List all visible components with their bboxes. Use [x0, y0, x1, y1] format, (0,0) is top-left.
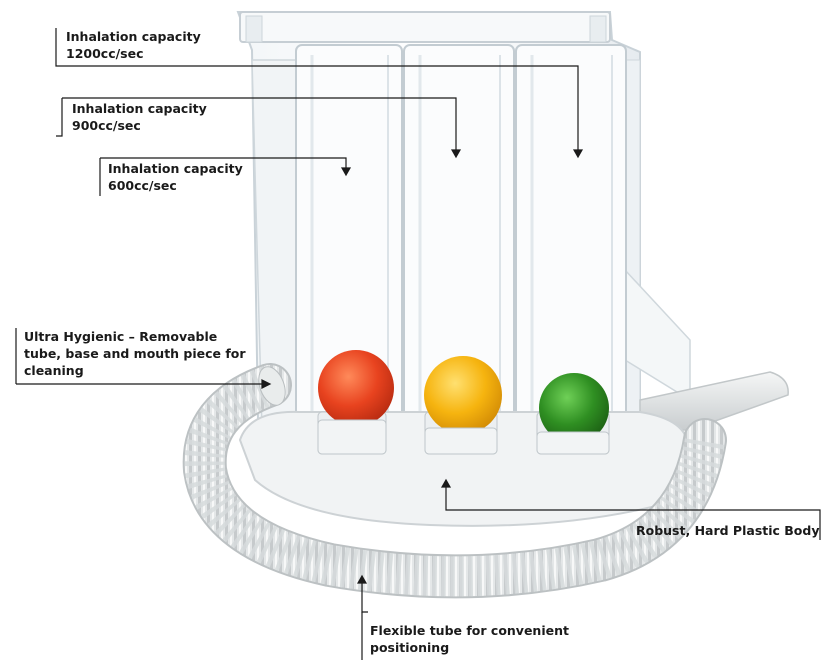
- green-ball: [539, 373, 609, 443]
- callout-capacity-600: Inhalation capacity 600cc/sec: [108, 160, 243, 194]
- chamber-2: [403, 44, 515, 466]
- callout-body-line1: Robust, Hard Plastic Body: [636, 523, 820, 538]
- red-ball: [318, 350, 394, 426]
- mouthpiece: [639, 371, 789, 431]
- flexible-tube: [182, 363, 727, 599]
- callout-capacity-600-line2: 600cc/sec: [108, 178, 177, 193]
- callout-tube-line2: positioning: [370, 640, 450, 655]
- callout-capacity-600-line1: Inhalation capacity: [108, 161, 243, 176]
- callout-body: Robust, Hard Plastic Body: [636, 522, 820, 539]
- callout-tube-line1: Flexible tube for convenient: [370, 623, 569, 638]
- callout-lines: [15, 28, 821, 660]
- callout-hygienic-line3: cleaning: [24, 363, 84, 378]
- callout-tube: Flexible tube for convenient positioning: [370, 622, 569, 656]
- callout-hygienic: Ultra Hygienic – Removable tube, base an…: [24, 328, 246, 379]
- callout-capacity-1200: Inhalation capacity 1200cc/sec: [66, 28, 201, 62]
- callout-capacity-1200-line2: 1200cc/sec: [66, 46, 144, 61]
- callout-capacity-900-line1: Inhalation capacity: [72, 101, 207, 116]
- callout-capacity-900: Inhalation capacity 900cc/sec: [72, 100, 207, 134]
- callout-hygienic-line1: Ultra Hygienic – Removable: [24, 329, 218, 344]
- callout-capacity-1200-line1: Inhalation capacity: [66, 29, 201, 44]
- yellow-ball: [424, 356, 502, 434]
- callout-capacity-900-line2: 900cc/sec: [72, 118, 141, 133]
- callout-hygienic-line2: tube, base and mouth piece for: [24, 346, 246, 361]
